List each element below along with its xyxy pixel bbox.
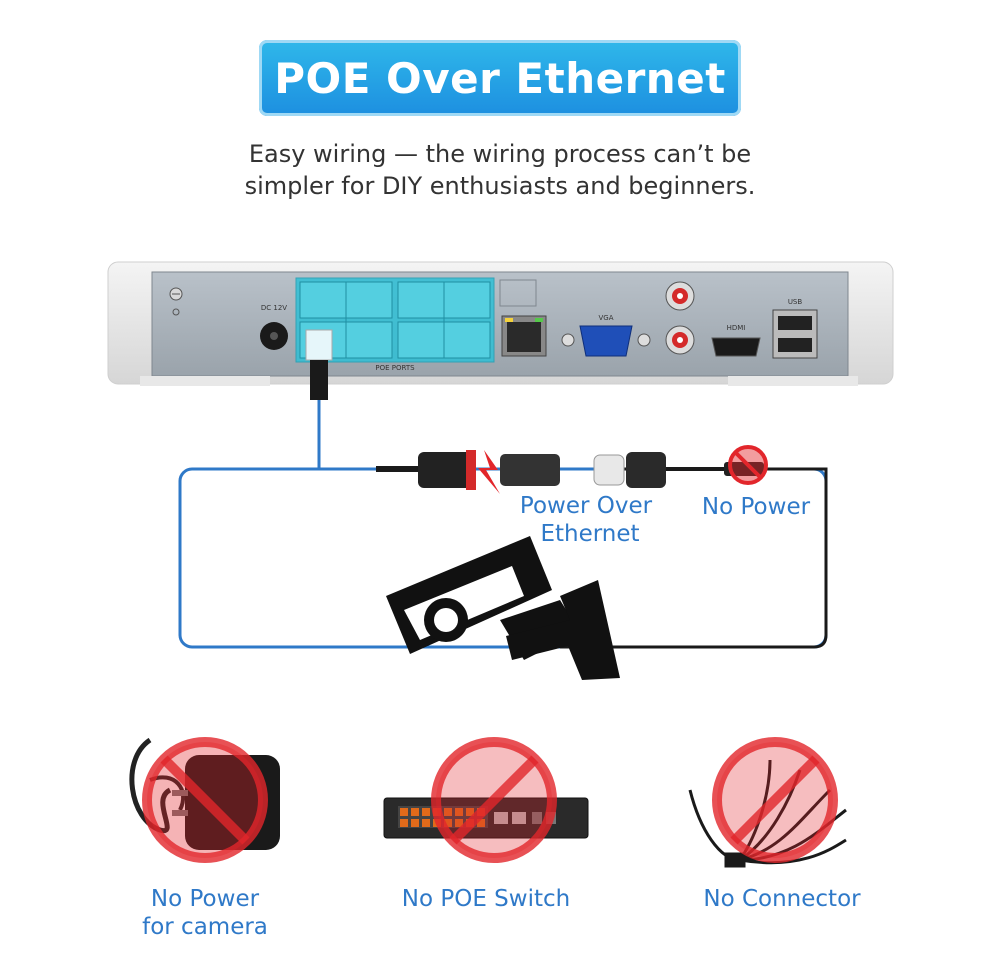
poe-label: POE PORTS bbox=[375, 364, 415, 372]
item-2-label: No POE Switch bbox=[401, 886, 571, 912]
prohibit-icon-1 bbox=[142, 737, 268, 863]
usb-ports: USB bbox=[772, 298, 818, 359]
power-over-ethernet-label-line-1: Power Over bbox=[519, 493, 653, 519]
audio-rca-ports bbox=[665, 281, 695, 355]
usb-label: USB bbox=[788, 298, 803, 306]
prohibit-icon-3 bbox=[712, 737, 838, 863]
no-power-label: No Power bbox=[701, 494, 811, 520]
vga-label: VGA bbox=[598, 314, 613, 322]
vga-port: VGA bbox=[561, 314, 651, 357]
item-3-label: No Connector bbox=[703, 886, 861, 912]
nvr-recorder: DC 12V POE PORTS VGA bbox=[107, 261, 894, 386]
power-over-ethernet-label-line-2: Ethernet bbox=[540, 521, 640, 547]
hdmi-port: HDMI bbox=[711, 324, 761, 357]
prohibit-icon-2 bbox=[431, 737, 557, 863]
dc-label: DC 12V bbox=[261, 304, 287, 312]
lan-port bbox=[499, 279, 547, 357]
page-title: POE Over Ethernet bbox=[274, 53, 726, 103]
lightning-icon bbox=[478, 450, 500, 494]
subtitle-line-2: simpler for DIY enthusiasts and beginner… bbox=[244, 172, 756, 200]
no-power-prohibit-icon bbox=[728, 445, 768, 485]
subtitle-line-1: Easy wiring — the wiring process can’t b… bbox=[248, 140, 752, 168]
camera-cable-connector bbox=[376, 450, 764, 494]
item-1-label-line-2: for camera bbox=[142, 914, 268, 940]
title-banner: POE Over Ethernet bbox=[259, 40, 741, 116]
item-1-label-line-1: No Power bbox=[150, 886, 260, 912]
security-camera-icon bbox=[386, 536, 620, 680]
hdmi-label: HDMI bbox=[727, 324, 746, 332]
dc-power-jack: DC 12V bbox=[260, 304, 288, 350]
